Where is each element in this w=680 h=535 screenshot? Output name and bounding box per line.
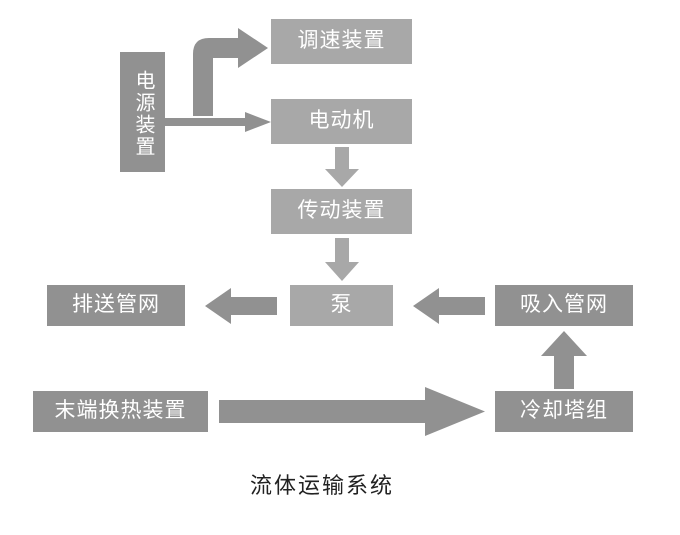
node-motor[interactable]: 电动机 [271,99,412,144]
node-terminal-heat-exchanger[interactable]: 末端换热装置 [33,391,208,432]
arrow-cooling-tower-to-suction-icon [541,331,587,389]
node-transmission-label: 传动装置 [297,199,386,223]
node-power-supply[interactable]: 电源装置 [120,52,165,172]
node-suction-network[interactable]: 吸入管网 [495,285,633,326]
arrow-pump-to-discharge-icon [205,288,277,324]
node-discharge-network-label: 排送管网 [72,293,160,317]
arrow-motor-to-transmission-icon [325,147,359,187]
node-pump[interactable]: 泵 [290,285,393,326]
node-suction-network-label: 吸入管网 [520,293,608,317]
arrow-suction-to-pump-icon [413,288,485,324]
diagram-caption: 流体运输系统 [250,473,395,498]
node-transmission[interactable]: 传动装置 [271,189,412,234]
arrow-power-to-speed-regulator-icon [188,28,268,116]
node-power-supply-label: 电源装置 [132,70,154,158]
node-speed-regulator[interactable]: 调速装置 [271,19,412,64]
arrow-transmission-to-pump-icon [325,238,359,281]
node-speed-regulator-label: 调速装置 [297,29,386,53]
node-discharge-network[interactable]: 排送管网 [47,285,185,326]
arrow-terminal-to-cooling-tower-icon [219,387,485,436]
node-motor-label: 电动机 [308,109,375,133]
node-terminal-heat-exchanger-label: 末端换热装置 [54,399,187,423]
node-pump-label: 泵 [330,293,353,317]
node-cooling-tower[interactable]: 冷却塔组 [495,391,633,432]
arrow-power-to-motor-icon [165,112,271,132]
node-cooling-tower-label: 冷却塔组 [520,399,608,423]
